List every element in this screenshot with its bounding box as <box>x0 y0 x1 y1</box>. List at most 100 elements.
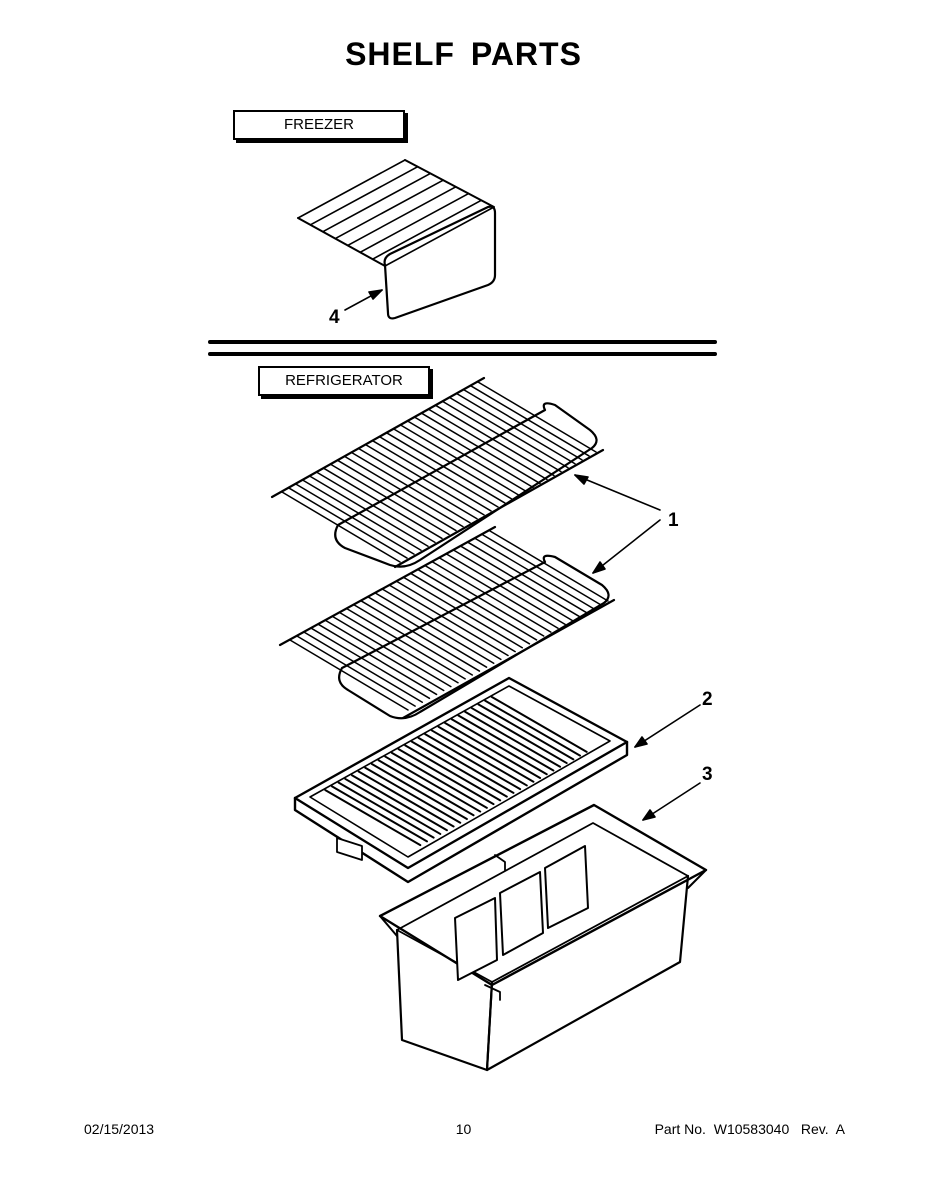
leader-lines <box>344 289 701 821</box>
cover-slot <box>437 725 535 783</box>
wire <box>359 192 470 254</box>
wire <box>386 432 506 504</box>
wire <box>324 619 445 692</box>
wire <box>482 534 602 606</box>
refrigerator-wire-shelf-upper <box>270 376 605 569</box>
callout-1: 1 <box>668 510 679 531</box>
page-title: SHELF PARTS <box>345 36 582 72</box>
crisper-drawer <box>378 803 708 1072</box>
wire <box>360 600 481 672</box>
cover-slot <box>464 710 562 768</box>
wire <box>463 389 583 461</box>
cover-slot <box>490 695 588 753</box>
wire <box>371 199 483 260</box>
cover-slot <box>430 729 528 787</box>
cover-slot <box>410 740 508 798</box>
wire <box>353 604 474 676</box>
cover-slot <box>484 699 582 757</box>
wire <box>449 396 569 469</box>
cover-slot <box>377 759 475 817</box>
wire <box>322 172 432 233</box>
cover-slot <box>330 785 428 843</box>
wire <box>302 479 422 551</box>
cover-slot <box>477 703 575 761</box>
wire <box>365 444 485 516</box>
wire <box>323 467 443 540</box>
wire <box>309 475 429 548</box>
cover-slot <box>324 789 422 847</box>
wire <box>281 491 401 563</box>
wire <box>374 592 495 665</box>
footer-date: 02/15/2013 <box>84 1121 155 1137</box>
wire <box>389 584 509 657</box>
wire <box>316 471 436 544</box>
wire <box>309 165 419 226</box>
cover-slot <box>344 777 442 835</box>
wire <box>393 428 513 500</box>
cover-slot <box>404 744 502 802</box>
cover-slot <box>397 748 495 806</box>
wire <box>289 639 409 711</box>
wire <box>432 561 552 633</box>
wire <box>288 487 408 559</box>
callout-3: 3 <box>702 764 713 785</box>
wire <box>446 553 566 626</box>
cover-slot <box>470 707 568 765</box>
refrigerator-wire-shelf-lower <box>278 525 616 720</box>
cover-slot <box>364 766 462 824</box>
wire <box>303 631 424 703</box>
footer-page-number: 10 <box>455 1121 472 1137</box>
wire <box>344 455 464 528</box>
cover-slot <box>444 721 542 779</box>
wire <box>396 580 516 653</box>
wire <box>382 588 502 661</box>
wire <box>421 412 541 485</box>
cover-slot <box>417 736 515 794</box>
wire <box>477 381 597 453</box>
wire <box>460 545 581 618</box>
wire <box>296 635 416 707</box>
wire <box>467 541 588 614</box>
wire <box>435 404 555 477</box>
wire <box>351 451 471 524</box>
wire <box>297 159 406 219</box>
wire <box>332 615 452 688</box>
wire <box>310 627 431 700</box>
wire <box>414 416 534 489</box>
wire <box>337 459 457 532</box>
cover-slot <box>384 755 482 813</box>
wire <box>439 557 559 629</box>
wire <box>403 576 524 649</box>
wire <box>339 612 459 684</box>
wire <box>334 179 444 240</box>
callout-4: 4 <box>329 307 340 328</box>
wire <box>295 483 415 555</box>
section-divider <box>208 340 717 356</box>
cover-slot <box>370 763 468 821</box>
wire <box>346 186 457 247</box>
wire <box>372 440 492 512</box>
wire <box>358 448 478 520</box>
freezer-section-label: FREEZER <box>233 110 405 140</box>
crisper-cover-shelf <box>293 676 629 884</box>
cover-slot <box>450 718 548 776</box>
cover-slot <box>337 781 435 839</box>
footer-part-number: Part No. W10583040 Rev. A <box>654 1121 845 1137</box>
wire <box>470 385 590 457</box>
wire <box>474 538 595 610</box>
wire <box>417 569 538 641</box>
cover-slot <box>357 770 455 828</box>
cover-slot <box>424 733 522 791</box>
callout-2: 2 <box>702 689 713 710</box>
wire <box>428 408 548 481</box>
cover-slot <box>390 751 488 809</box>
cover-slot <box>457 714 555 772</box>
wire <box>379 436 499 508</box>
wire <box>456 393 576 465</box>
wire <box>407 420 527 493</box>
wire <box>442 400 562 473</box>
wire <box>384 206 495 267</box>
wire <box>317 623 438 696</box>
